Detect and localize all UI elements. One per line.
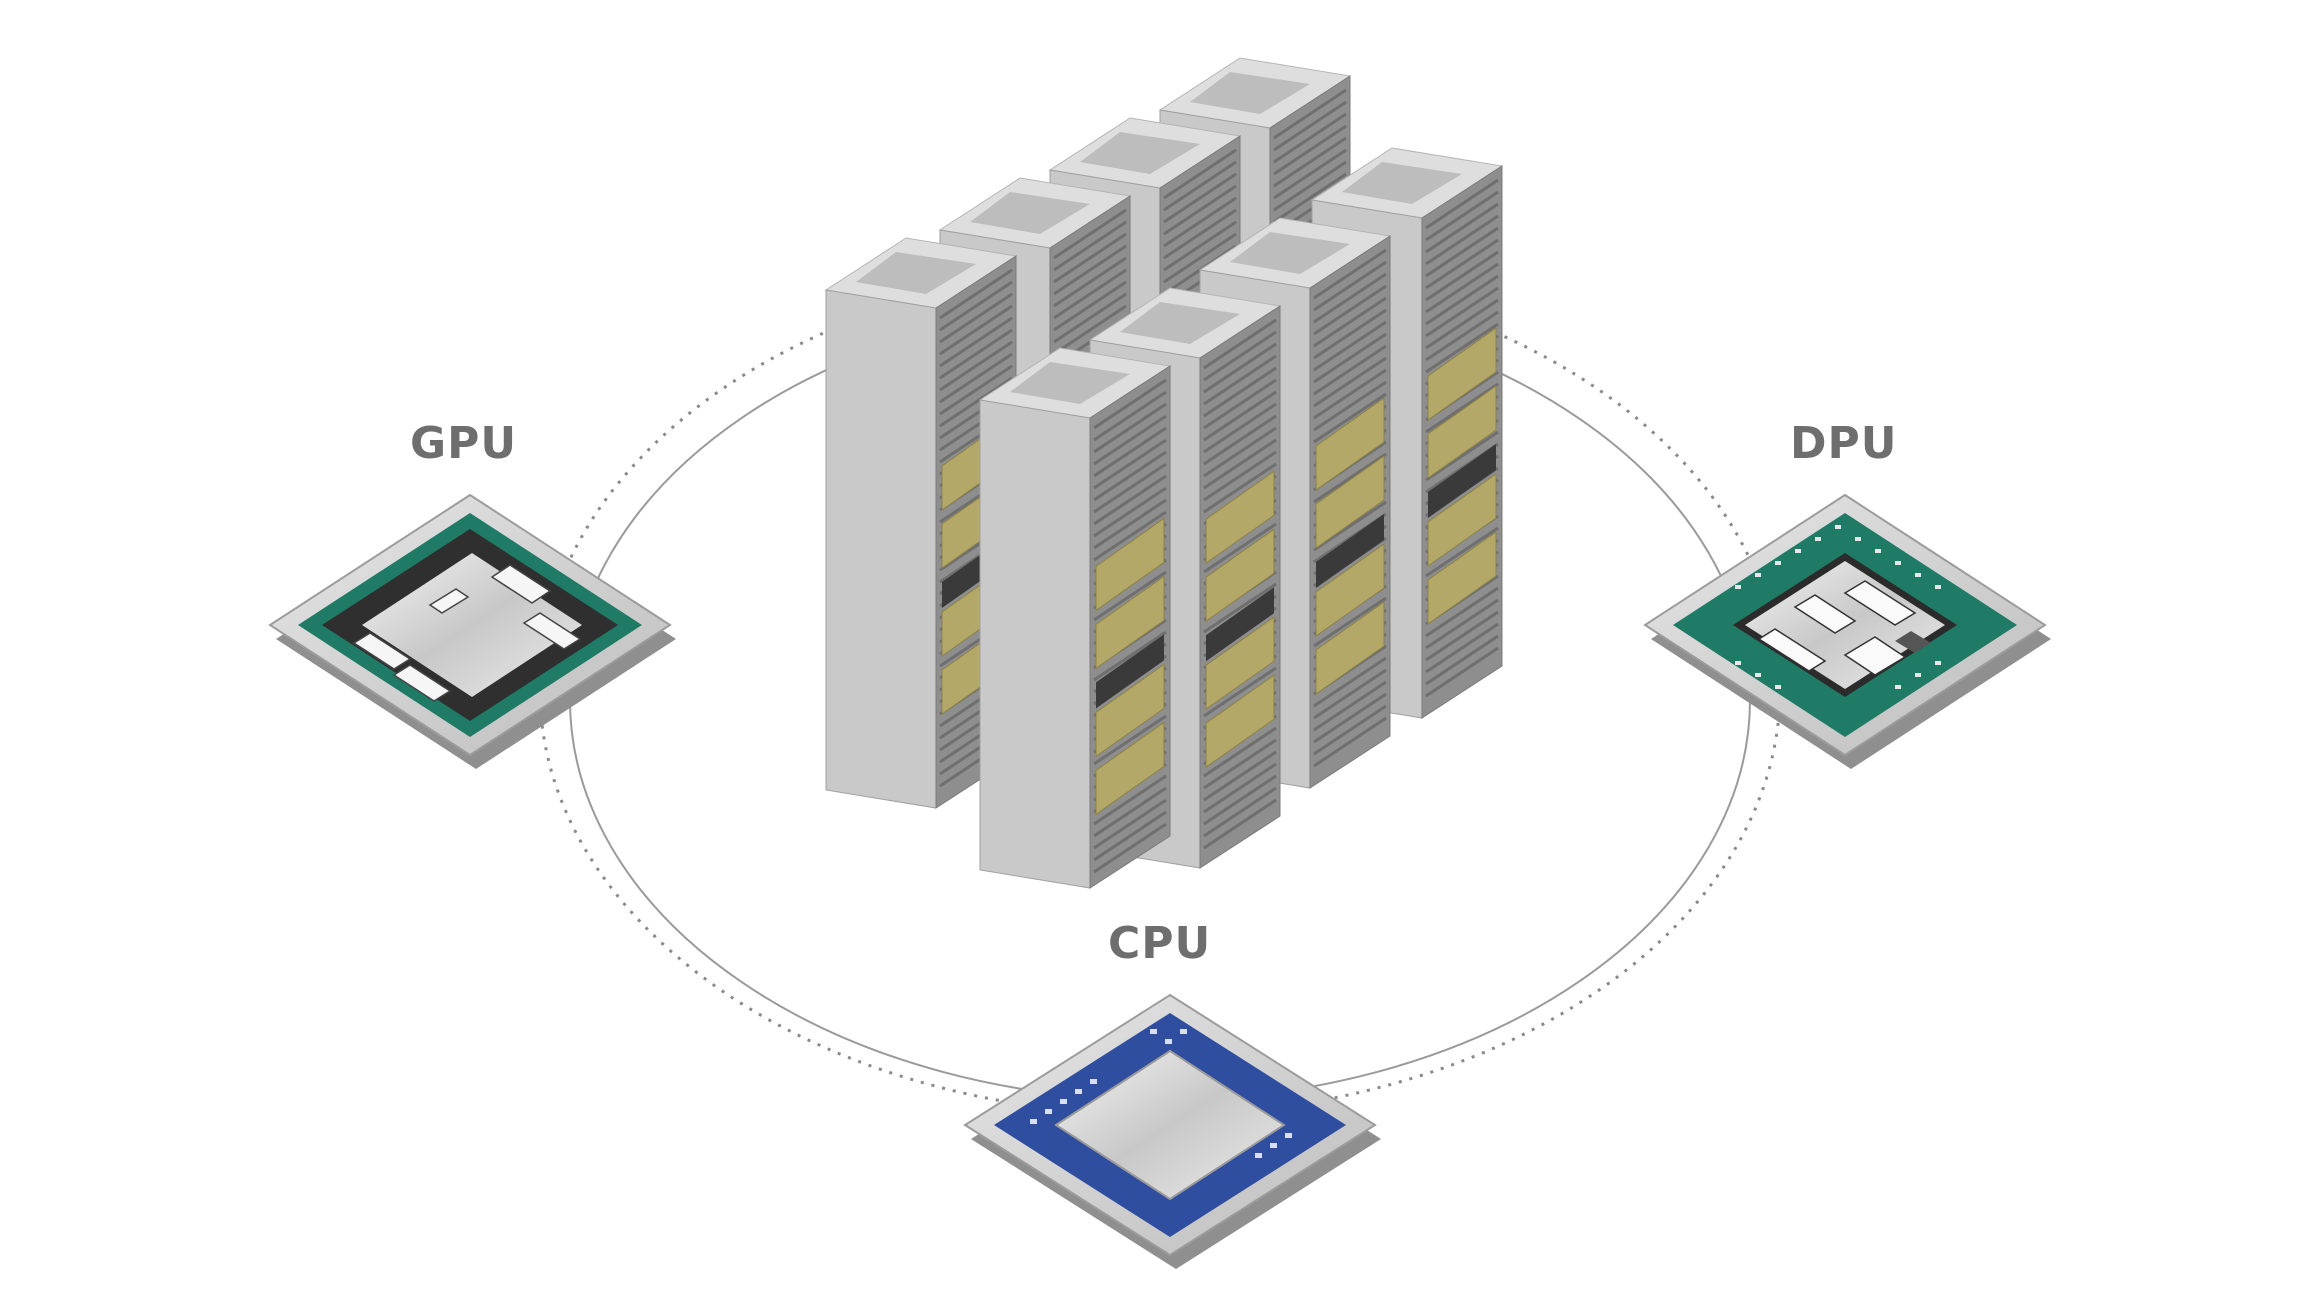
dpu-chip-icon <box>1643 493 2051 769</box>
server-rack-icon <box>824 57 1504 889</box>
cpu-chip-icon <box>963 993 1381 1269</box>
gpu-chip-icon <box>268 493 676 769</box>
dpu-label: DPU <box>1790 418 1898 469</box>
cpu-label: CPU <box>1108 918 1212 969</box>
gpu-label: GPU <box>410 418 518 469</box>
